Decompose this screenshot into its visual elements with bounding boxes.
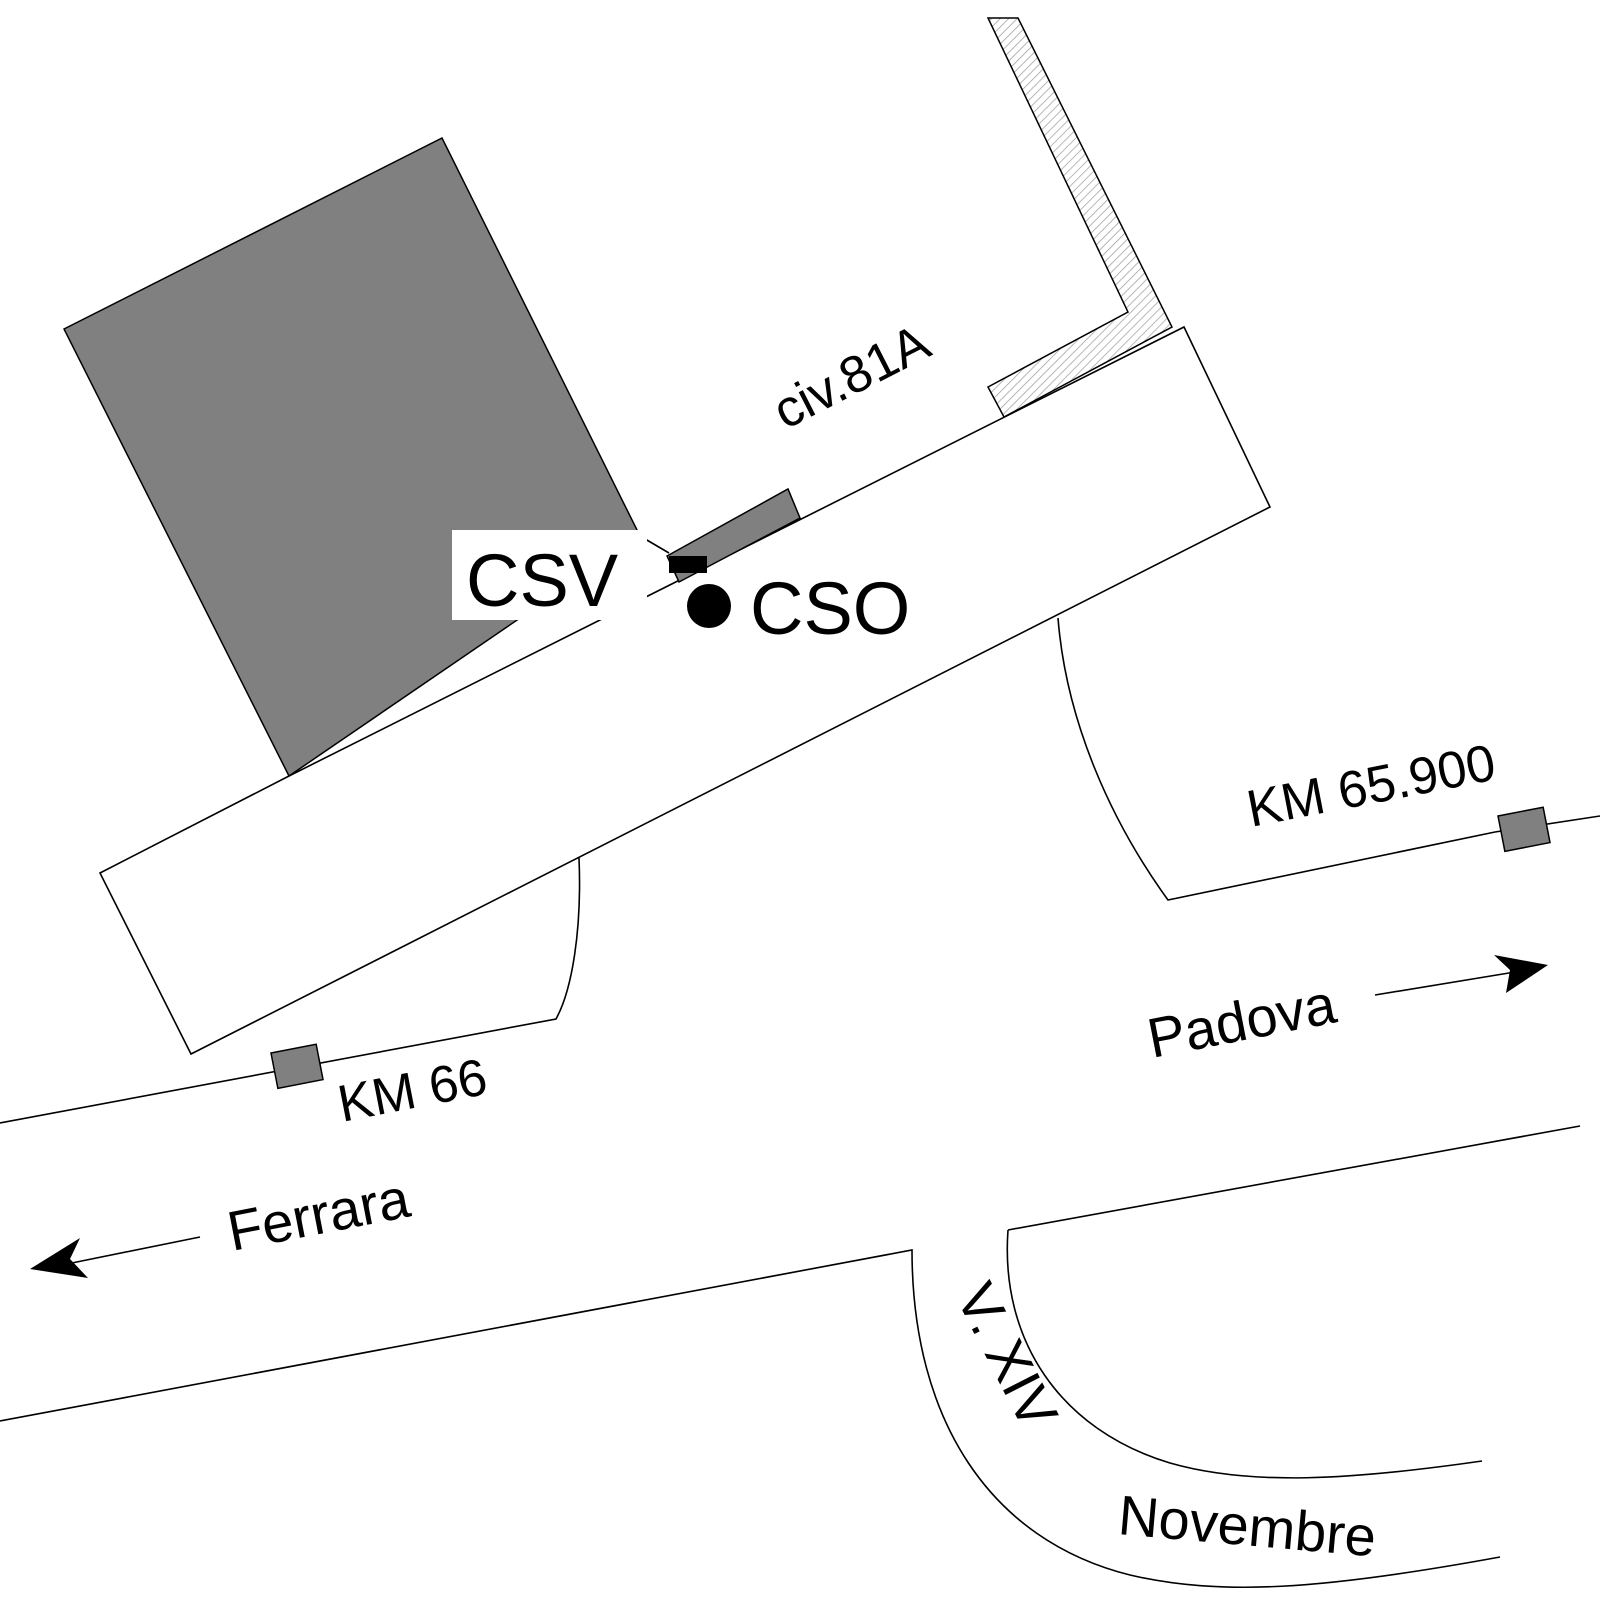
- km-65900-label: KM 65.900: [1242, 734, 1500, 839]
- building: [62, 136, 641, 778]
- driveway-left: [0, 857, 581, 1124]
- padova-label: Padova: [1142, 972, 1341, 1070]
- street-name-novembre: Novembre: [1116, 1483, 1379, 1568]
- side-street-east-edge: [1006, 1229, 1483, 1479]
- property-lot: [98, 325, 1272, 1056]
- padova-arrow-line: [1374, 971, 1516, 996]
- ferrara-arrow-icon: [30, 1238, 88, 1278]
- padova-arrow-icon: [1494, 955, 1548, 993]
- cso-marker: [687, 584, 731, 628]
- cso-label: CSO: [750, 567, 910, 650]
- ferrara-arrow-line: [61, 1236, 201, 1266]
- main-road-north-east-edge: [1007, 1125, 1581, 1231]
- main-road-south-edge: [0, 1249, 1501, 1589]
- km-65900-marker: [1497, 806, 1551, 853]
- hatched-wall: [986, 17, 1173, 419]
- street-name-vxiv: V. XIV: [944, 1273, 1070, 1439]
- csv-label-box: [452, 530, 647, 620]
- civic-number-label: civ.81A: [764, 313, 939, 440]
- csv-marker: [669, 556, 707, 573]
- km-66-label: KM 66: [333, 1048, 492, 1134]
- ferrara-label: Ferrara: [222, 1166, 415, 1263]
- csv-label: CSV: [466, 539, 619, 622]
- km-66-marker: [270, 1043, 324, 1090]
- driveway-right: [1057, 617, 1496, 901]
